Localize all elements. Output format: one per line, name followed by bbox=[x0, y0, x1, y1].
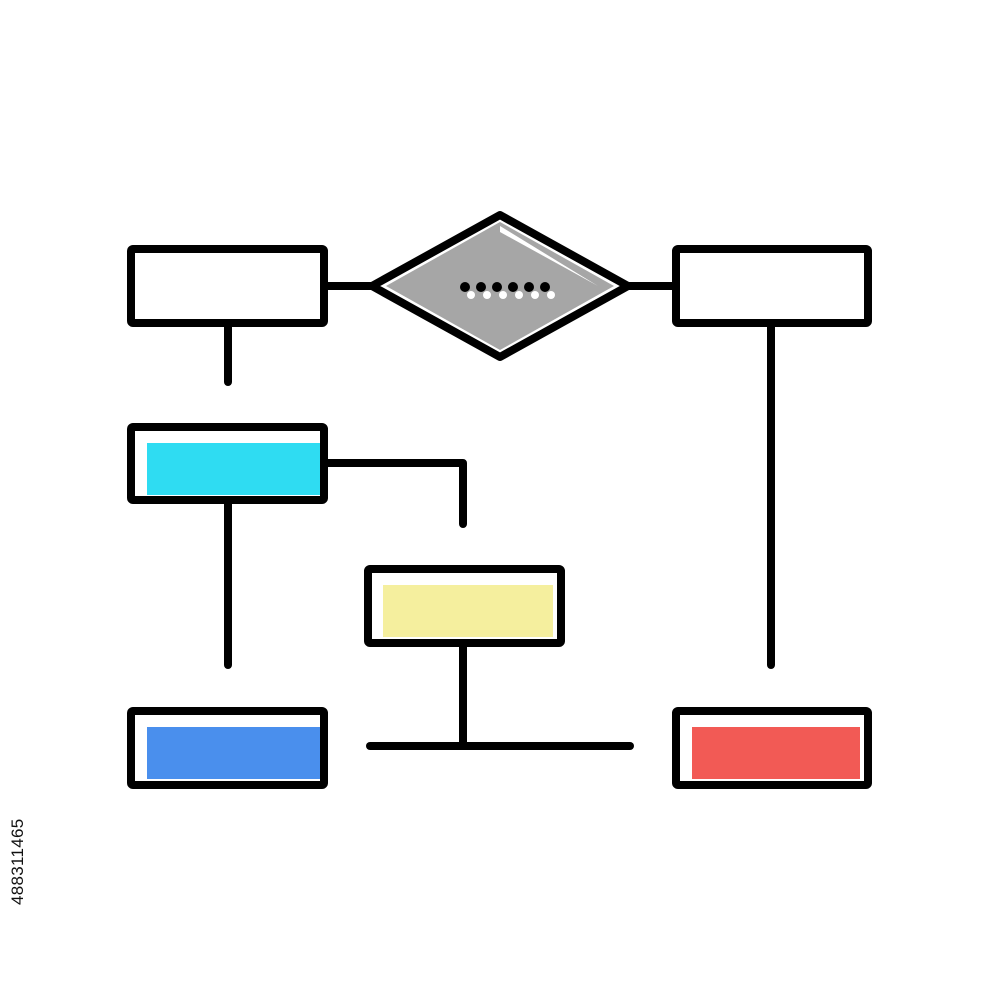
decision-dot bbox=[540, 282, 550, 292]
process-box-top-right bbox=[672, 245, 872, 327]
decision-diamond bbox=[368, 211, 632, 361]
decision-diamond-outline bbox=[368, 211, 632, 361]
process-box-yellow bbox=[364, 565, 565, 647]
process-box-cyan-outline bbox=[127, 423, 328, 504]
process-box-red-outline bbox=[672, 707, 872, 789]
decision-dot bbox=[524, 282, 534, 292]
process-box-cyan-fill bbox=[147, 443, 323, 495]
decision-dot-highlight bbox=[483, 291, 491, 299]
decision-dots bbox=[460, 282, 555, 299]
decision-dot-highlight bbox=[547, 291, 555, 299]
decision-dot-highlight bbox=[467, 291, 475, 299]
decision-dot-highlight bbox=[499, 291, 507, 299]
process-box-blue-outline bbox=[127, 707, 328, 789]
decision-dot-highlight bbox=[531, 291, 539, 299]
process-box-blue bbox=[127, 707, 328, 789]
process-box-yellow-outline bbox=[364, 565, 565, 647]
stock-id-label: 488311465 bbox=[8, 818, 27, 905]
decision-dot bbox=[508, 282, 518, 292]
process-box-red-fill bbox=[692, 727, 860, 779]
connector-cyan-to-yellow bbox=[321, 459, 467, 528]
decision-dot bbox=[460, 282, 470, 292]
decision-dot-highlight bbox=[515, 291, 523, 299]
process-box-red bbox=[672, 707, 872, 789]
decision-dot bbox=[492, 282, 502, 292]
connector-lines bbox=[224, 282, 775, 750]
process-box-cyan bbox=[127, 423, 328, 504]
process-box-yellow-fill bbox=[383, 585, 553, 637]
decision-diamond-highlight bbox=[500, 226, 598, 286]
decision-dot bbox=[476, 282, 486, 292]
process-box-top-left bbox=[127, 245, 328, 327]
process-box-blue-fill bbox=[147, 727, 323, 779]
